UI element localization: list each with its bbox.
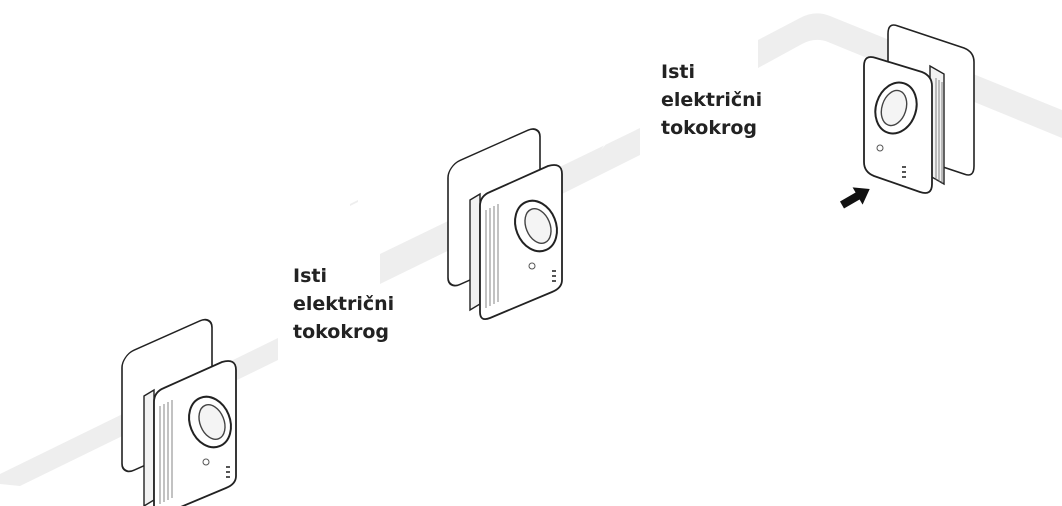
powerline-adapter-2 xyxy=(447,128,563,321)
circuit-label-line: električni xyxy=(293,293,395,315)
adapter-vents xyxy=(935,78,943,184)
circuit-label-line: električni xyxy=(661,89,763,111)
outlet-hole xyxy=(198,404,226,440)
powerline-adapter-3 xyxy=(863,24,975,194)
outlet-hole xyxy=(880,89,908,127)
circuit-label-line: Isti xyxy=(293,265,327,287)
lightning-icon xyxy=(601,137,608,150)
circuit-label-upper: Isti električni tokokrog xyxy=(661,58,762,142)
circuit-label-line: tokokrog xyxy=(293,321,389,343)
adapter-vents xyxy=(159,400,173,504)
circuit-band-stub xyxy=(350,200,358,206)
tp-link-logo-icon xyxy=(876,144,884,152)
adapter-side xyxy=(143,388,155,506)
led-indicators xyxy=(552,270,556,282)
circuit-label-line: Isti xyxy=(661,61,695,83)
circuit-label-lower: Isti električni tokokrog xyxy=(293,262,394,346)
adapter-side xyxy=(469,192,481,312)
outlet-hole xyxy=(524,208,552,244)
adapter-vents xyxy=(485,204,499,308)
powerline-adapter-1 xyxy=(121,318,237,506)
tp-link-logo-icon xyxy=(528,262,536,270)
circuit-band-upper xyxy=(758,13,1062,138)
led-indicators xyxy=(902,166,906,178)
tp-link-logo-icon xyxy=(202,458,210,466)
led-indicators xyxy=(226,466,230,478)
arrow-icon xyxy=(840,187,870,209)
lightning-icon xyxy=(1043,141,1050,154)
circuit-label-line: tokokrog xyxy=(661,117,757,139)
